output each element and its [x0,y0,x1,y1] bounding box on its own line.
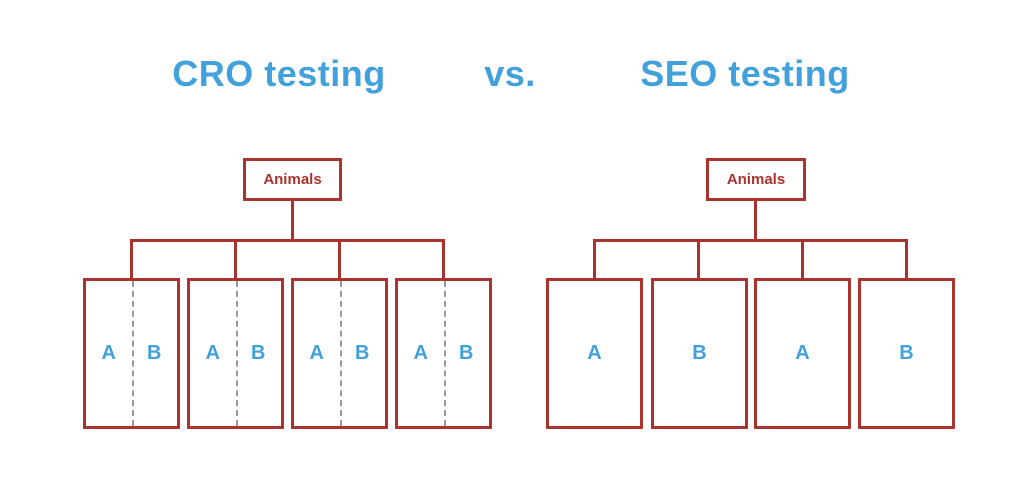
variant-b-label: B [147,342,162,364]
seo-root-box: Animals [706,158,806,201]
vs-label: vs. [484,53,536,94]
cro-drop-connector-4 [442,239,445,278]
variant-b-label: B [459,342,474,364]
variant-a-label: A [309,342,324,364]
seo-drop-connector-4 [905,239,908,278]
seo-page-box-4: B [858,278,955,429]
cro-variant-box-2: A B [187,278,284,429]
seo-page-box-3: A [754,278,851,429]
cro-rail-connector [130,239,445,242]
cro-drop-connector-3 [338,239,341,278]
ab-split-divider [235,281,238,426]
cro-variant-box-3: A B [291,278,388,429]
cro-drop-connector-2 [234,239,237,278]
variant-b-label: B [251,342,266,364]
cro-stem-connector [291,200,294,239]
seo-stem-connector [754,200,757,239]
variant-a-label: A [413,342,428,364]
ab-split-divider [339,281,342,426]
ab-split-divider [131,281,134,426]
seo-title: SEO testing [640,53,850,94]
page-label: A [587,342,602,364]
page-label: B [899,342,914,364]
seo-drop-connector-2 [697,239,700,278]
cro-variant-box-4: A B [395,278,492,429]
cro-variant-box-1: A B [83,278,180,429]
variant-b-label: B [355,342,370,364]
seo-page-box-1: A [546,278,643,429]
seo-drop-connector-1 [593,239,596,278]
seo-drop-connector-3 [801,239,804,278]
page-label: A [795,342,810,364]
page-label: B [692,342,707,364]
seo-rail-connector [593,239,908,242]
seo-page-box-2: B [651,278,748,429]
variant-a-label: A [205,342,220,364]
cro-drop-connector-1 [130,239,133,278]
variant-a-label: A [101,342,116,364]
cro-root-box: Animals [243,158,342,201]
ab-split-divider [443,281,446,426]
cro-title: CRO testing [172,53,386,94]
